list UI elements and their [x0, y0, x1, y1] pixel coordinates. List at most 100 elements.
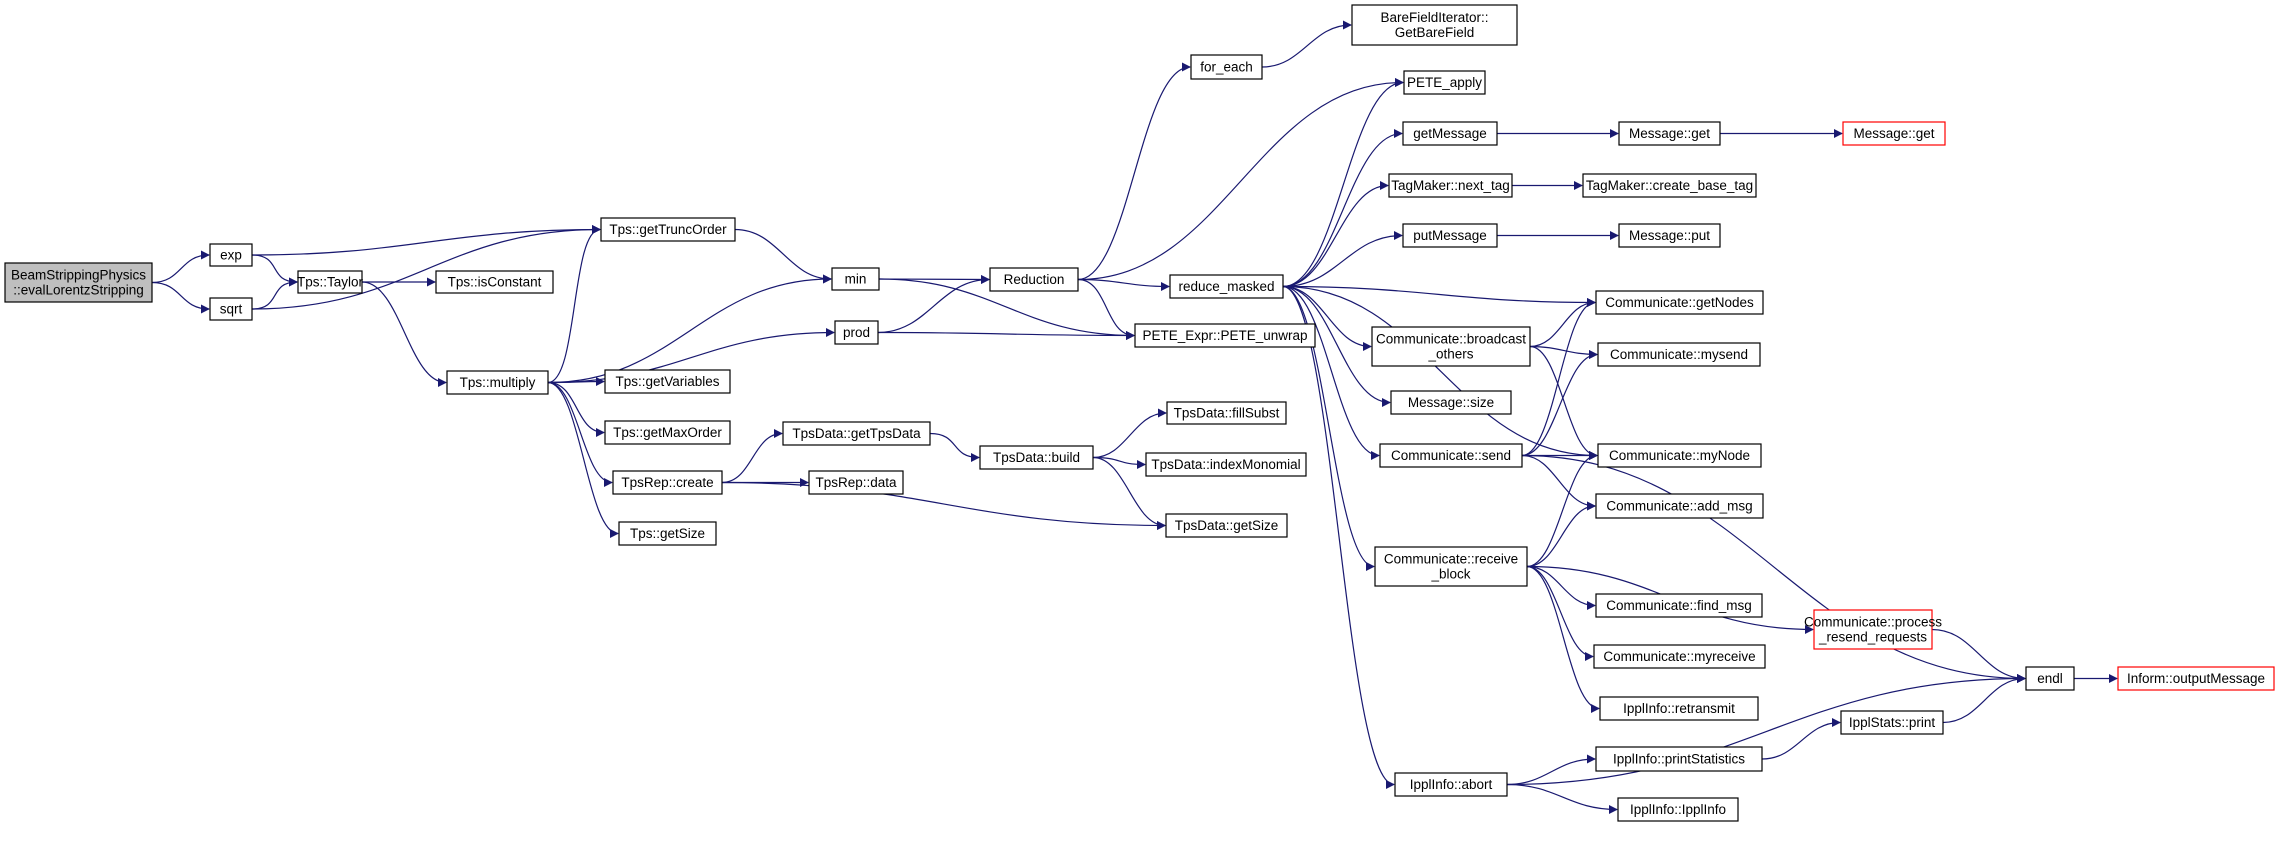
node-endl[interactable]: endl — [2025, 666, 2075, 691]
node-putmessage[interactable]: putMessage — [1402, 223, 1498, 248]
edge-layer — [151, 20, 2118, 814]
node-label: Communicate::broadcast — [1376, 332, 1526, 347]
edge-multiply-to-gettrunc — [547, 225, 601, 384]
node-outputmsg[interactable]: Inform::outputMessage — [2117, 666, 2275, 691]
node-box — [1618, 223, 1721, 248]
edge-reducemasked-to-mynode — [1282, 285, 1598, 460]
node-receiveblock[interactable]: Communicate::receive_block — [1374, 546, 1528, 587]
edge-abort-to-printstats — [1506, 754, 1596, 786]
node-box — [1371, 326, 1531, 367]
node-barefield[interactable]: BareFieldIterator::GetBareField — [1351, 4, 1518, 46]
node-label: Message::get — [1629, 126, 1710, 141]
node-box — [1595, 290, 1764, 315]
edge-reduction-to-foreach — [1077, 62, 1191, 281]
node-label: Tps::getSize — [630, 526, 705, 541]
node-addmsg[interactable]: Communicate::add_msg — [1595, 493, 1764, 519]
edge-receiveblock-to-mynode — [1526, 451, 1598, 568]
node-findmsg[interactable]: Communicate::find_msg — [1595, 593, 1763, 618]
node-reducemasked[interactable]: reduce_masked — [1169, 274, 1284, 299]
node-retransmit[interactable]: IpplInfo::retransmit — [1599, 696, 1759, 721]
node-msgput[interactable]: Message::put — [1618, 223, 1721, 248]
node-box — [209, 243, 253, 267]
edge-tpsbuild-to-fillsubst — [1092, 408, 1167, 459]
node-sqrt[interactable]: sqrt — [209, 297, 253, 321]
node-tdgetsize[interactable]: TpsData::getSize — [1165, 513, 1288, 538]
node-label: for_each — [1200, 60, 1253, 75]
node-msgget1[interactable]: Message::get — [1618, 121, 1721, 146]
node-peteunwrap[interactable]: PETE_Expr::PETE_unwrap — [1134, 323, 1316, 348]
node-send[interactable]: Communicate::send — [1379, 443, 1523, 468]
node-getnodes[interactable]: Communicate::getNodes — [1595, 290, 1764, 315]
node-label: TpsRep::data — [815, 475, 897, 490]
node-box — [1595, 746, 1763, 772]
node-box — [618, 521, 717, 546]
node-reduction[interactable]: Reduction — [989, 267, 1079, 292]
node-box — [1618, 121, 1721, 146]
node-peteapply[interactable]: PETE_apply — [1403, 70, 1486, 95]
node-box — [297, 270, 363, 294]
node-tpsrepcreate[interactable]: TpsRep::create — [612, 470, 723, 495]
edge-printstats-to-ipplstatsprint — [1761, 718, 1841, 760]
node-msgget2[interactable]: Message::get — [1842, 121, 1946, 146]
node-getmessage[interactable]: getMessage — [1402, 121, 1498, 146]
node-tpsrepdata[interactable]: TpsRep::data — [808, 470, 904, 495]
edge-broadcast-to-mynode — [1529, 345, 1598, 460]
edge-root-to-exp — [151, 250, 210, 284]
node-taylor[interactable]: Tps::Taylor — [297, 270, 364, 294]
node-printstats[interactable]: IpplInfo::printStatistics — [1595, 746, 1763, 772]
node-nexttag[interactable]: TagMaker::next_tag — [1388, 173, 1513, 198]
edge-broadcast-to-getnodes — [1529, 298, 1596, 348]
node-myreceive[interactable]: Communicate::myreceive — [1593, 644, 1766, 669]
node-processresend[interactable]: Communicate::process_resend_requests — [1804, 609, 1942, 650]
edge-tpsrepcreate-to-gettpsdata — [721, 429, 783, 484]
node-isconst[interactable]: Tps::isConstant — [435, 270, 554, 294]
node-label: BeamStrippingPhysics — [11, 268, 146, 283]
node-gettpsdata[interactable]: TpsData::getTpsData — [782, 421, 931, 446]
node-indexmono[interactable]: TpsData::indexMonomial — [1145, 452, 1307, 477]
edge-reducemasked-to-msgsize — [1282, 285, 1391, 407]
node-label: Communicate::add_msg — [1606, 499, 1752, 514]
node-min[interactable]: min — [831, 267, 880, 291]
node-getvars[interactable]: Tps::getVariables — [604, 369, 731, 394]
node-box — [1390, 390, 1512, 415]
node-layer: BeamStrippingPhysics::evalLorentzStrippi… — [4, 4, 2275, 822]
node-mynode[interactable]: Communicate::myNode — [1597, 443, 1762, 468]
node-broadcast[interactable]: Communicate::broadcast_others — [1371, 326, 1531, 367]
edge-taylor-to-multiply — [361, 281, 447, 387]
node-label: _resend_requests — [1818, 630, 1927, 645]
node-abort[interactable]: IpplInfo::abort — [1394, 772, 1508, 797]
edge-multiply-to-getvars — [547, 377, 605, 387]
node-msgsize[interactable]: Message::size — [1390, 390, 1512, 415]
node-getsize[interactable]: Tps::getSize — [618, 521, 717, 546]
node-getmaxord[interactable]: Tps::getMaxOrder — [604, 420, 731, 445]
edge-multiply-to-prod — [547, 328, 835, 384]
node-box — [1165, 513, 1288, 538]
node-ipplstatsprint[interactable]: IpplStats::print — [1840, 710, 1944, 735]
node-box — [1813, 609, 1933, 650]
node-label: PETE_Expr::PETE_unwrap — [1142, 328, 1307, 343]
node-ipplinfo[interactable]: IpplInfo::IpplInfo — [1617, 797, 1739, 822]
edge-abort-to-ipplinfo — [1506, 783, 1618, 814]
node-tpsbuild[interactable]: TpsData::build — [979, 445, 1094, 470]
node-multiply[interactable]: Tps::multiply — [446, 370, 549, 395]
node-root[interactable]: BeamStrippingPhysics::evalLorentzStrippi… — [4, 262, 153, 303]
node-label: BareFieldIterator:: — [1380, 10, 1488, 25]
node-box — [1582, 173, 1757, 198]
node-label: Tps::getMaxOrder — [613, 425, 722, 440]
node-label: Message::size — [1408, 395, 1494, 410]
node-exp[interactable]: exp — [209, 243, 253, 267]
node-mysend[interactable]: Communicate::mysend — [1597, 342, 1761, 367]
node-box — [979, 445, 1094, 470]
edge-ipplstatsprint-to-endl — [1942, 674, 2026, 724]
node-createbasetag[interactable]: TagMaker::create_base_tag — [1582, 173, 1757, 198]
node-box — [1597, 342, 1761, 367]
node-prod[interactable]: prod — [834, 320, 879, 345]
edge-tpsbuild-to-tdgetsize — [1092, 456, 1166, 530]
node-label: Communicate::receive — [1384, 552, 1518, 567]
node-gettrunc[interactable]: Tps::getTruncOrder — [600, 217, 736, 242]
node-fillsubst[interactable]: TpsData::fillSubst — [1166, 401, 1287, 425]
node-label: _block — [1430, 567, 1470, 582]
node-foreach[interactable]: for_each — [1190, 54, 1263, 80]
edge-prod-to-reduction — [877, 275, 990, 334]
